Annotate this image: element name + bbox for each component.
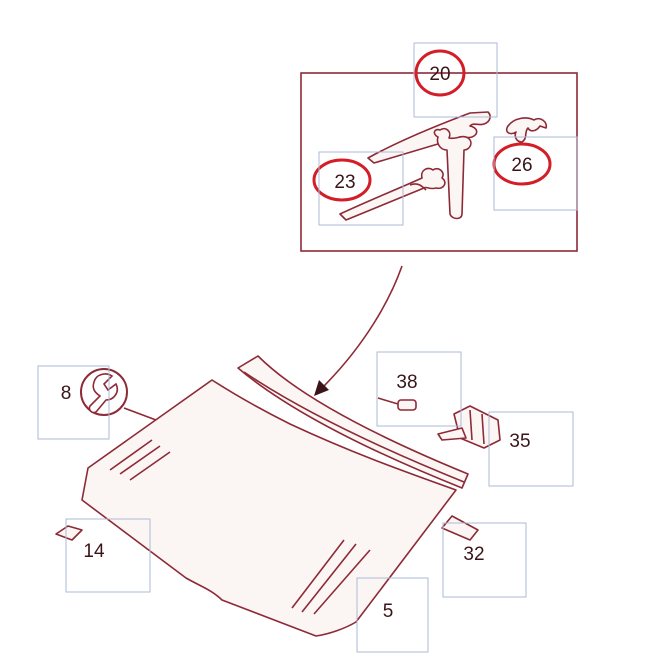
callout-20-label: 20 <box>429 64 450 85</box>
assembly-arrow <box>314 265 403 396</box>
clip-38 <box>377 397 417 411</box>
windscreen-glass <box>81 379 457 637</box>
wrench-icon <box>80 368 157 421</box>
callout-23[interactable]: 23 <box>318 151 404 226</box>
callout-5[interactable]: 5 <box>356 577 429 653</box>
callout-35-label: 35 <box>509 431 530 452</box>
highlight-ring-20 <box>414 49 466 97</box>
callout-23-label: 23 <box>334 172 355 193</box>
callout-35[interactable]: 35 <box>488 411 574 487</box>
callout-38-label: 38 <box>396 372 417 393</box>
callout-26[interactable]: 26 <box>493 136 578 211</box>
callout-14[interactable]: 14 <box>65 518 151 593</box>
moulding-parts-detail <box>339 111 548 221</box>
pad-32 <box>441 515 479 541</box>
callout-38[interactable]: 38 <box>376 351 462 427</box>
callout-5-label: 5 <box>383 601 394 622</box>
highlight-ring-23 <box>312 158 372 202</box>
callout-8-label: 8 <box>61 383 72 404</box>
callout-32[interactable]: 32 <box>442 522 527 598</box>
small-clip <box>505 117 548 143</box>
callout-26-label: 26 <box>511 155 532 176</box>
callout-14-label: 14 <box>83 541 105 562</box>
spacer-strip <box>433 127 472 220</box>
trim-clip-lower <box>339 167 446 221</box>
callout-20[interactable]: 20 <box>413 42 498 118</box>
windscreen-moulding <box>237 355 469 489</box>
spacer-14 <box>55 525 83 541</box>
callout-32-label: 32 <box>463 544 484 565</box>
callout-8[interactable]: 8 <box>37 365 110 440</box>
